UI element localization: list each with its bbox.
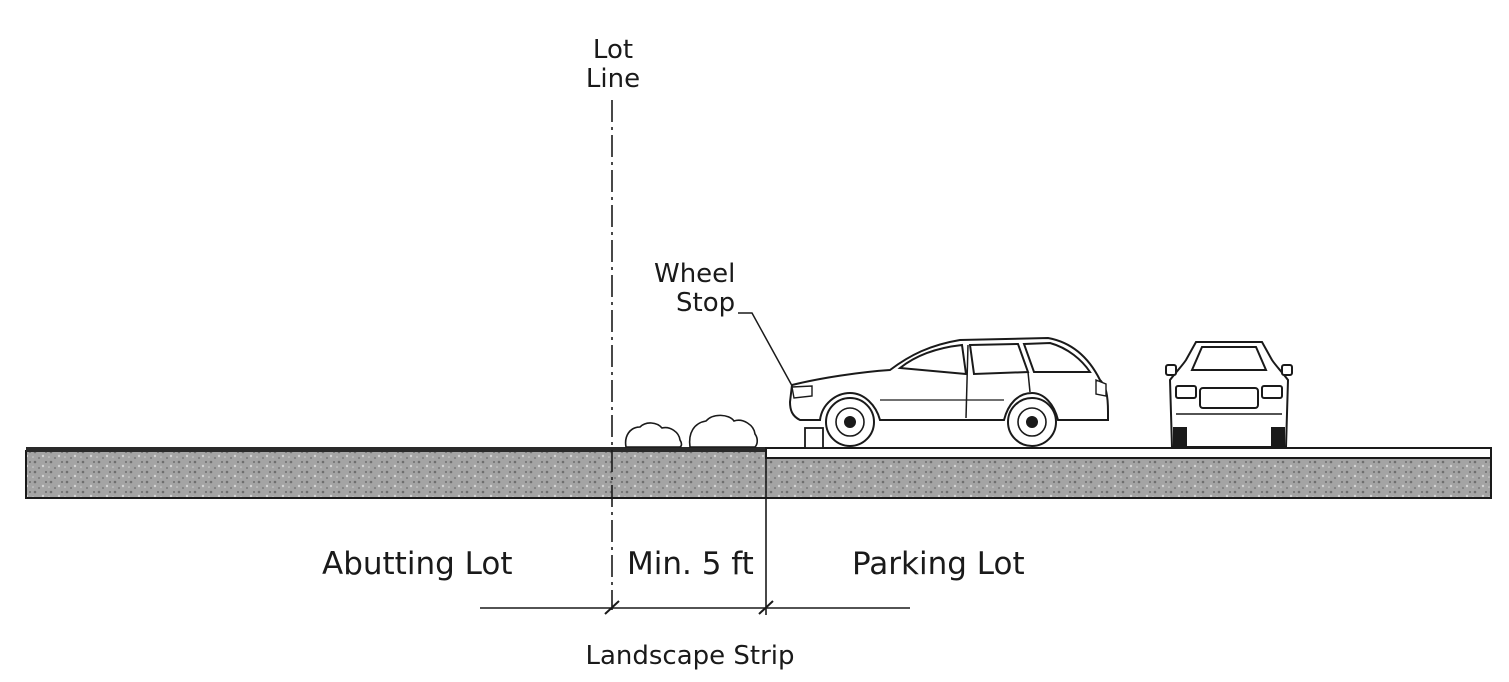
side-view-car bbox=[788, 336, 1109, 447]
min-distance-label: Min. 5 ft bbox=[627, 546, 754, 582]
landscape-strip-label: Landscape Strip bbox=[585, 641, 795, 671]
parking-lot-label: Parking Lot bbox=[852, 546, 1025, 582]
wheel-stop-label-line2: Stop bbox=[676, 288, 736, 319]
front-car-windshield bbox=[1190, 346, 1268, 371]
parking-pavement bbox=[765, 447, 1492, 459]
car-window-rear bbox=[968, 342, 1030, 376]
ground-section bbox=[25, 447, 1492, 499]
dimension-line bbox=[480, 600, 910, 615]
lot-line-label: Lot Line bbox=[573, 35, 653, 95]
car-window-front bbox=[897, 343, 968, 376]
wheel-stop-label-line1: Wheel bbox=[654, 259, 736, 289]
abutting-ground-surface bbox=[26, 447, 766, 452]
lot-line-label-line1: Lot bbox=[592, 35, 634, 65]
wheel-stop bbox=[804, 427, 824, 449]
dimension-tick-right bbox=[758, 600, 774, 615]
lot-line-label-line2: Line bbox=[585, 64, 641, 95]
shrub-left bbox=[624, 422, 683, 448]
wheel-stop-leader bbox=[738, 312, 797, 394]
wheel-stop-label: Wheel Stop bbox=[644, 259, 754, 319]
car-window-back bbox=[1022, 341, 1092, 373]
shrubs bbox=[624, 414, 759, 448]
front-view-car bbox=[1165, 341, 1293, 448]
front-car-grille bbox=[1199, 387, 1259, 409]
shrub-right bbox=[688, 414, 759, 448]
abutting-lot-label: Abutting Lot bbox=[322, 546, 513, 582]
dimension-tick-left bbox=[604, 600, 620, 615]
